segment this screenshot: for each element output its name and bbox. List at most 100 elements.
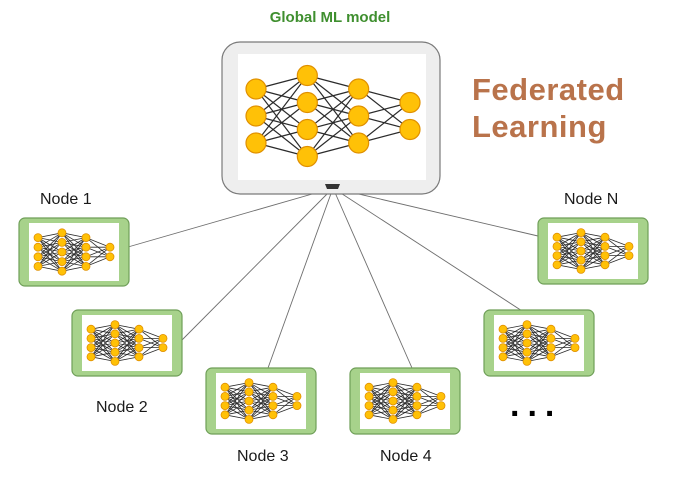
connector-line-2 — [181, 187, 334, 341]
node-3-model — [205, 367, 317, 435]
global-hub-connector — [325, 184, 340, 189]
node-3-edge — [248, 405, 274, 420]
node-4-edge — [368, 400, 394, 416]
node-4-edge — [392, 396, 418, 420]
node-5-edge — [502, 342, 528, 358]
node-6-edge — [556, 232, 582, 256]
node-5-neuron — [522, 329, 532, 339]
global-neuron — [245, 78, 267, 100]
node-3-edge — [248, 386, 274, 402]
global-neuron — [399, 118, 421, 141]
node-3-neuron — [292, 391, 302, 401]
node-4-edge — [368, 382, 394, 406]
node-5-edge — [502, 333, 528, 358]
node-5-edge — [502, 324, 528, 358]
node-1-neuron — [57, 257, 67, 267]
node-1-edge — [61, 237, 87, 262]
node-6-edge — [580, 236, 606, 270]
node-1-neuron — [57, 237, 67, 247]
node-5-neuron — [498, 343, 508, 353]
global-neuron — [296, 64, 318, 87]
node-2-edge — [90, 333, 116, 358]
global-edge — [306, 88, 360, 157]
node-3-edge — [248, 396, 274, 420]
node-1-label: Node 1 — [40, 191, 92, 208]
node-6-neuron — [624, 251, 634, 261]
node-n-neural-network — [552, 228, 634, 274]
global-neuron — [296, 91, 318, 114]
node-4-neuron — [364, 410, 374, 420]
node-unlabeled-model — [483, 309, 595, 377]
global-neuron — [245, 132, 267, 154]
node-1-edge — [61, 256, 87, 272]
node-2-neuron — [86, 333, 96, 343]
node-6-neuron — [576, 246, 586, 256]
node-5-neuron — [546, 343, 556, 353]
connector-line-3 — [267, 187, 334, 369]
node-2-neuron — [86, 324, 96, 334]
node-3-neuron — [220, 401, 230, 411]
node-5-neuron — [570, 333, 580, 343]
node-6-neuron — [576, 264, 586, 274]
node-5-neuron — [522, 356, 532, 366]
heading-line-2: Learning — [472, 109, 607, 144]
node-6-neuron — [552, 251, 562, 261]
node-3-neuron — [244, 378, 254, 388]
node-1-neuron — [105, 252, 115, 262]
node-4-neuron — [412, 391, 422, 401]
node-5-neuron — [546, 352, 556, 362]
connector-line-5 — [332, 187, 537, 321]
global-edge — [255, 75, 308, 117]
global-neuron — [399, 91, 421, 114]
node-1-edge — [61, 246, 87, 272]
node-2-model — [71, 309, 183, 377]
node-2-neuron — [134, 333, 144, 343]
node-4-neuron — [364, 391, 374, 401]
node-6-edge — [556, 232, 582, 266]
node-3-edge — [248, 386, 274, 411]
node-2-neuron — [110, 356, 120, 366]
node-2-neuron — [110, 347, 120, 357]
node-3-neuron — [220, 410, 230, 420]
node-2-neuron — [158, 333, 168, 343]
connector-line-6 — [332, 187, 539, 237]
node-2-neuron — [158, 343, 168, 353]
node-2-edge — [114, 328, 140, 344]
node-2-edge — [90, 324, 116, 358]
node-2-label: Node 2 — [96, 399, 148, 416]
node-3-neuron — [220, 391, 230, 401]
node-1-edge — [61, 237, 87, 272]
node-2-neural-network — [86, 320, 168, 366]
global-edge — [358, 102, 411, 144]
global-neuron — [296, 118, 318, 141]
node-4-neuron — [388, 396, 398, 406]
global-edge — [306, 115, 360, 157]
node-4-neuron — [412, 401, 422, 411]
node-2-edge — [114, 328, 140, 353]
global-edge — [306, 88, 360, 130]
node-3-neuron — [292, 401, 302, 411]
node-4-edge — [392, 405, 418, 420]
federated-learning-heading: Federated Learning — [472, 74, 625, 142]
node-2-edge — [114, 328, 140, 362]
node-5-edge — [526, 328, 552, 344]
node-1-neuron — [33, 242, 43, 252]
node-2-neuron — [86, 343, 96, 353]
node-6-edge — [580, 255, 606, 270]
node-6-edge — [556, 232, 582, 247]
node-2-edge — [138, 338, 164, 358]
node-5-edge — [550, 338, 576, 358]
global-neural-network — [245, 64, 421, 168]
node-2-neuron — [86, 352, 96, 362]
node-1-neuron — [81, 252, 91, 262]
node-5-edge — [526, 328, 552, 362]
node-2-edge — [114, 338, 140, 362]
node-5-neuron — [546, 333, 556, 343]
node-4-edge — [392, 386, 418, 411]
global-model — [221, 41, 441, 195]
node-6-edge — [580, 236, 606, 261]
node-4-neuron — [436, 401, 446, 411]
node-1-neuron — [57, 266, 67, 276]
node-4-neuron — [388, 414, 398, 424]
